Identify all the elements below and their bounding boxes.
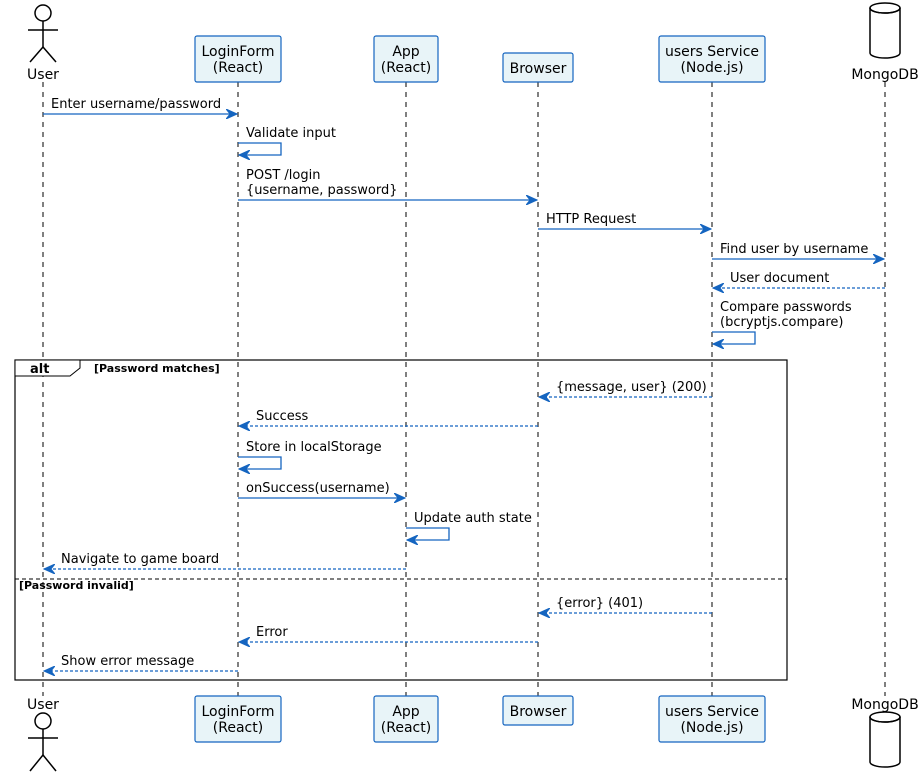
message-label: {username, password} [246,183,398,198]
message-label: Navigate to game board [61,552,219,567]
participant-box [502,695,574,726]
participant-box [194,695,282,743]
message-11: onSuccess(username) [238,481,405,498]
message-label: onSuccess(username) [246,481,390,496]
participant-loginform-bottom: LoginForm(React) [194,695,282,743]
participant-label: (React) [381,60,431,76]
participant-browser-bottom: Browser [502,695,574,726]
database-mongodb-top: MongoDB [851,2,919,83]
message-8: {message, user} (200) [539,380,712,397]
participant-label: App [392,704,419,720]
lifelines [42,82,886,696]
message-1: Enter username/password [43,97,237,114]
participant-label: LoginForm [201,44,274,60]
alt-tag-box [14,359,81,377]
message-arrow [238,456,282,469]
participant-label: App [392,44,419,60]
message-label: Validate input [246,126,336,141]
message-label: Error [256,625,288,640]
message-5: Find user by username [712,242,884,259]
actor-user-top: User [27,4,59,83]
actor-label: User [27,67,59,83]
participant-browser-top: Browser [502,52,574,83]
participant-label: LoginForm [201,704,274,720]
participant-label: (React) [213,60,263,76]
actor-user-bottom: User [27,697,59,772]
database-label: MongoDB [851,67,918,83]
participant-label: (React) [381,720,431,736]
alt-guard-1: [Password matches] [94,362,220,375]
participants: UserLoginForm(React)App(React)Browseruse… [27,2,919,772]
message-12: Update auth state [406,511,532,540]
participant-app-bottom: App(React) [373,695,439,743]
database-cylinder-body [869,717,901,768]
actor-leg-left [29,754,44,772]
participant-users-bottom: users Service(Node.js) [658,695,766,743]
participant-label: (Node.js) [680,720,743,736]
actor-leg-right [42,754,57,772]
message-arrow [238,142,282,155]
participant-box [373,695,439,743]
participant-label: (React) [213,720,263,736]
message-3: POST /login{username, password} [238,168,537,200]
message-9: Success [239,409,538,426]
message-label: Show error message [61,654,194,669]
alt-frame [14,359,788,681]
message-7: Compare passwords(bcryptjs.compare) [712,300,852,344]
participant-label: users Service [665,44,759,60]
message-arrow [712,331,756,344]
message-16: Show error message [44,654,238,671]
actor-label: User [27,697,59,713]
alt-tag-label: alt [30,362,49,377]
participant-box [502,52,574,83]
database-cylinder-body [869,8,901,59]
message-13: Navigate to game board [44,552,406,569]
participant-loginform-top: LoginForm(React) [194,35,282,83]
database-cylinder-rim [869,7,901,14]
message-label: {error} (401) [556,596,643,611]
message-label: Success [256,409,309,424]
participant-label: users Service [665,704,759,720]
message-label: Update auth state [414,511,532,526]
message-label: User document [730,271,829,286]
database-mongodb-bottom: MongoDB [851,697,919,768]
alt-fragment: alt [Password matches] [Password invalid] [14,359,788,681]
message-label: (bcryptjs.compare) [720,315,844,330]
message-label: Store in localStorage [246,440,382,455]
participant-box [373,35,439,83]
actor-leg-left [29,46,44,63]
message-14: {error} (401) [539,596,712,613]
database-label: MongoDB [851,697,918,713]
alt-guard-2: [Password invalid] [19,579,134,592]
participant-label: Browser [510,704,567,720]
actor-leg-right [42,46,57,63]
message-4: HTTP Request [538,212,711,229]
message-label: POST /login [246,168,320,183]
participant-users-top: users Service(Node.js) [658,35,766,83]
message-2: Validate input [238,126,336,155]
message-arrow [406,527,450,540]
message-label: Enter username/password [51,97,221,112]
participant-label: Browser [510,61,567,77]
participant-app-top: App(React) [373,35,439,83]
database-cylinder-rim [869,716,901,723]
message-6: User document [713,271,885,288]
message-label: HTTP Request [546,212,636,227]
actor-head [34,4,52,22]
participant-label: (Node.js) [680,60,743,76]
participant-box [194,35,282,83]
actor-head [34,712,52,730]
message-15: Error [239,625,538,642]
participant-box [658,35,766,83]
participant-box [658,695,766,743]
message-10: Store in localStorage [238,440,382,469]
message-label: {message, user} (200) [556,380,707,395]
message-label: Find user by username [720,242,868,257]
message-label: Compare passwords [720,300,852,315]
